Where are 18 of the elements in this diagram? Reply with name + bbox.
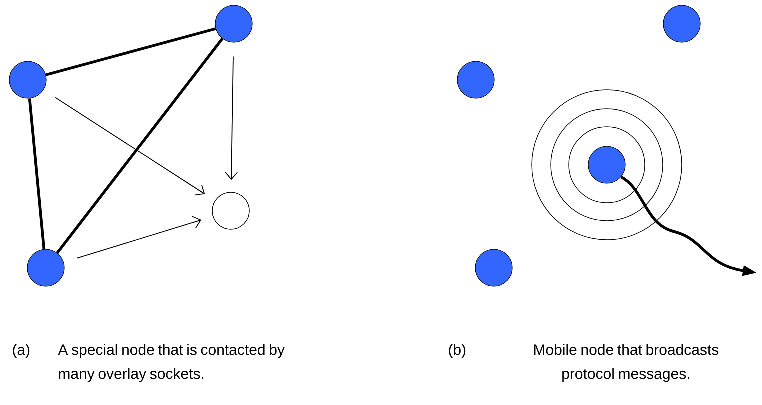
connector-line <box>56 38 224 254</box>
caption-text: Mobile node that broadcasts protocol messages. <box>534 344 719 382</box>
node-circle <box>663 5 701 43</box>
node-circle <box>27 249 65 287</box>
node-circle <box>457 61 495 99</box>
node-circle <box>215 5 253 43</box>
caption-text: A special node that is contacted by many overlay sockets. <box>58 344 285 382</box>
subfigure-tag: (b) <box>449 344 466 358</box>
connector-line <box>28 98 46 250</box>
subfigure-tag: (a) <box>13 344 30 358</box>
node-circle <box>9 61 47 99</box>
node-circle <box>588 146 626 184</box>
arrow <box>225 56 238 180</box>
arrow <box>55 97 206 196</box>
arrow <box>76 216 202 259</box>
node-circle <box>475 249 513 287</box>
connector-line <box>46 28 216 76</box>
hatched-node <box>212 192 250 230</box>
